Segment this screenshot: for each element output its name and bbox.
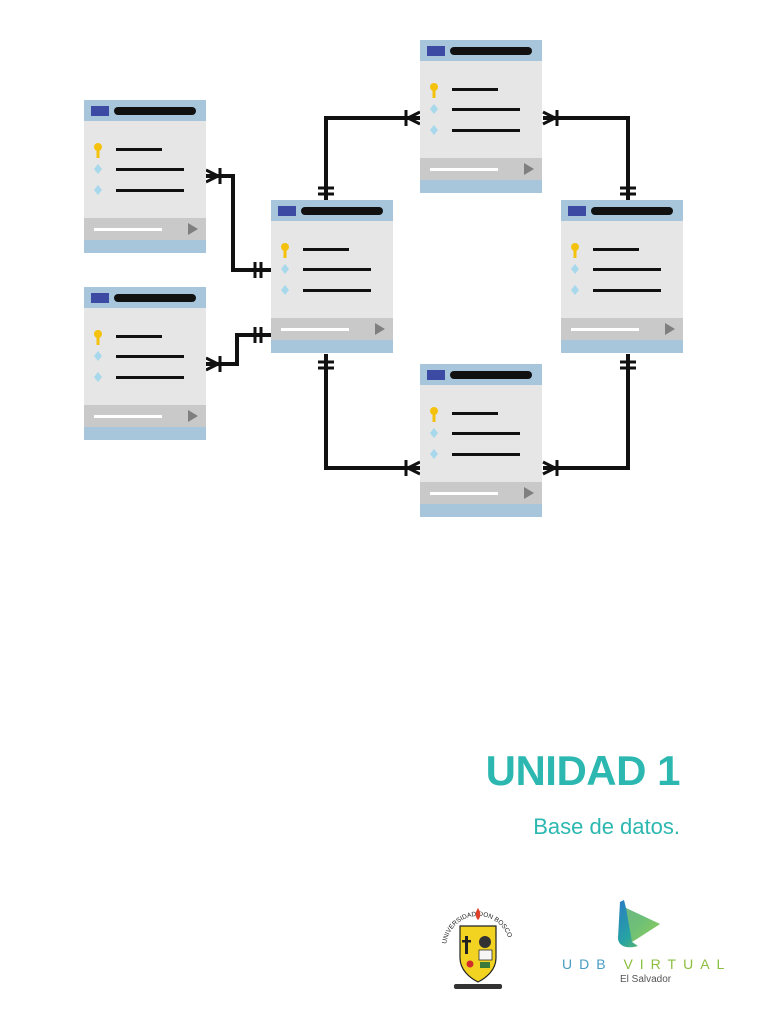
entity-table-center	[271, 200, 393, 353]
unit-title: UNIDAD 1	[485, 747, 681, 794]
udb-virtual-country: El Salvador	[620, 974, 672, 985]
entity-table-left-bottom	[84, 287, 206, 440]
entity-table-left-top	[84, 100, 206, 253]
entity-table-top	[420, 40, 542, 193]
entity-table-bottom	[420, 364, 542, 517]
udb-seal-logo: UNIVERSIDAD DON BOSCO	[441, 908, 513, 989]
er-diagram	[84, 40, 683, 517]
unit-title-block: UNIDAD 1 Base de datos.	[485, 747, 681, 840]
cardinality-marks	[205, 110, 636, 476]
udb-virtual-logo: UDB VIRTUAL El Salvador	[558, 898, 728, 993]
entity-table-right	[561, 200, 683, 353]
udb-virtual-play-icon	[618, 900, 660, 948]
udb-virtual-wordmark: UDB VIRTUAL	[562, 956, 732, 972]
unit-subtitle: Base de datos.	[533, 814, 680, 840]
